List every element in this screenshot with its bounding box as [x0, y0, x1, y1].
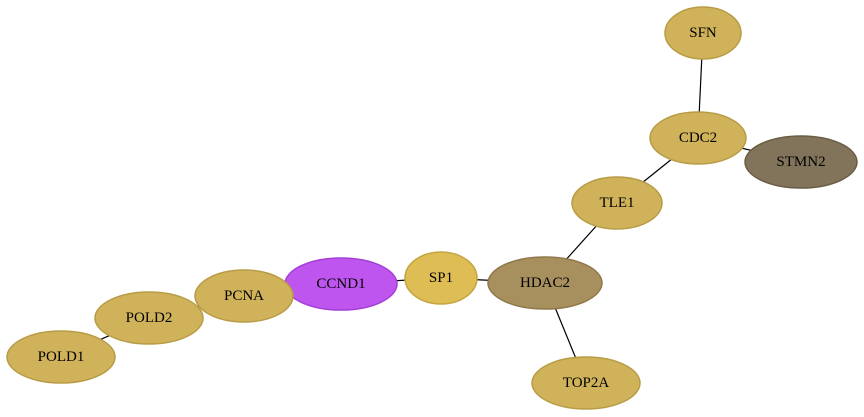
node-pcna[interactable]: PCNA: [194, 269, 294, 323]
node-shape-pold1: [6, 330, 116, 384]
node-shape-sfn: [664, 6, 742, 60]
node-shape-pold2: [94, 291, 204, 345]
node-shape-tle1: [571, 176, 663, 230]
node-sfn[interactable]: SFN: [664, 6, 742, 60]
node-ccnd1[interactable]: CCND1: [284, 257, 398, 311]
node-shape-hdac2: [487, 256, 603, 310]
node-label-hdac2: HDAC2: [520, 275, 570, 291]
node-shape-sp1: [404, 251, 478, 305]
node-pold1[interactable]: POLD1: [6, 330, 116, 384]
node-stmn2[interactable]: STMN2: [744, 135, 858, 189]
node-pold2[interactable]: POLD2: [94, 291, 204, 345]
node-tle1[interactable]: TLE1: [571, 176, 663, 230]
node-top2a[interactable]: TOP2A: [531, 356, 641, 410]
node-label-pcna: PCNA: [224, 288, 264, 304]
node-shape-top2a: [531, 356, 641, 410]
node-cdc2[interactable]: CDC2: [649, 111, 747, 165]
node-sp1[interactable]: SP1: [404, 251, 478, 305]
node-label-top2a: TOP2A: [563, 375, 610, 391]
node-label-tle1: TLE1: [600, 195, 635, 211]
node-label-sfn: SFN: [689, 25, 717, 41]
node-shape-pcna: [194, 269, 294, 323]
node-shape-stmn2: [744, 135, 858, 189]
node-shape-cdc2: [649, 111, 747, 165]
node-hdac2[interactable]: HDAC2: [487, 256, 603, 310]
node-label-cdc2: CDC2: [679, 130, 717, 146]
node-label-pold1: POLD1: [38, 349, 85, 365]
node-label-pold2: POLD2: [126, 310, 173, 326]
node-label-ccnd1: CCND1: [316, 276, 365, 292]
node-label-sp1: SP1: [429, 270, 453, 286]
node-label-stmn2: STMN2: [776, 154, 825, 170]
